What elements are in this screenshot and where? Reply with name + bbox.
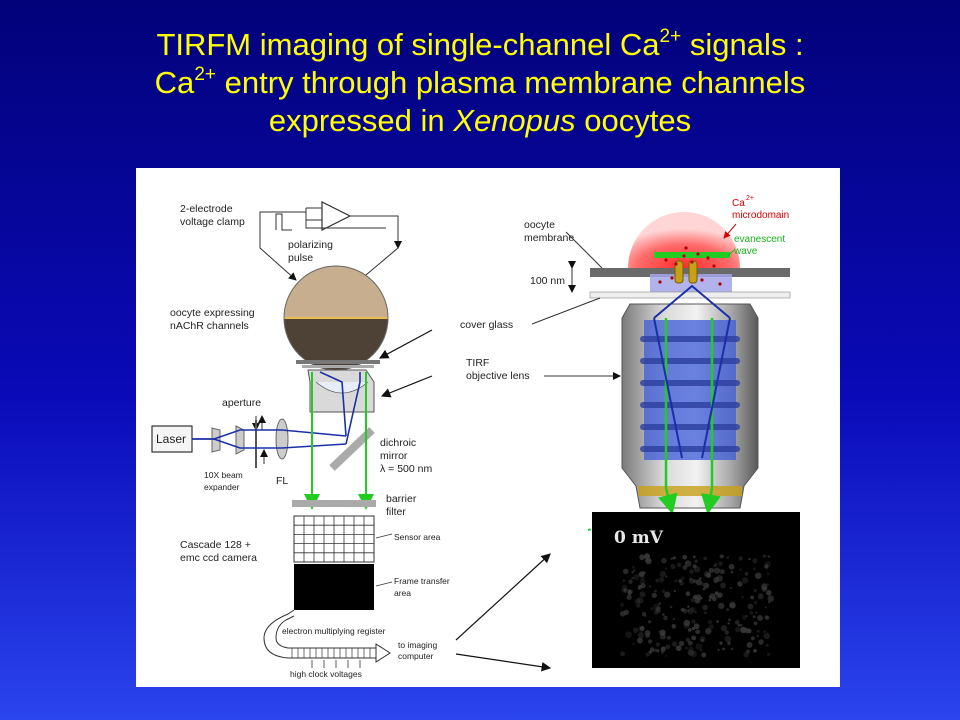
- label-frame-2: area: [394, 588, 411, 598]
- amplifier-icon: [321, 201, 352, 231]
- ccd-image-panel: 0 mV: [592, 512, 800, 668]
- label-tirf-2: objective lens: [466, 370, 530, 382]
- label-evanescent-2: wave: [733, 246, 758, 257]
- barrier-filter: [292, 500, 376, 507]
- label-evanescent-1: evanescent: [734, 234, 785, 245]
- label-dichroic-2: mirror: [380, 450, 408, 462]
- label-aperture: aperture: [222, 397, 261, 409]
- label-imaging-2: computer: [398, 651, 434, 661]
- label-pulse-2: pulse: [288, 252, 313, 264]
- ion-channels: [674, 260, 698, 284]
- label-laser: Laser: [156, 432, 186, 446]
- cover-glass-right: [589, 291, 791, 299]
- em-register: [263, 609, 391, 663]
- ccd-sensor-grid: [293, 515, 375, 563]
- label-sensor: Sensor area: [394, 532, 441, 542]
- label-dichroic-3: λ = 500 nm: [380, 463, 432, 475]
- voltage-clamp: [259, 201, 402, 281]
- title-line-1: TIRFM imaging of single-channel Ca2+ sig…: [156, 26, 804, 62]
- label-tirf-1: TIRF: [466, 357, 489, 369]
- label-fl: FL: [276, 475, 288, 487]
- label-barrier-1: barrier: [386, 493, 417, 505]
- label-clamp-1: 2-electrode: [180, 203, 233, 215]
- label-clock: high clock voltages: [290, 669, 362, 679]
- oocyte: [283, 265, 389, 371]
- pulse-waveform-icon: [275, 213, 292, 231]
- label-cover-glass: cover glass: [460, 319, 513, 331]
- stage-bar: [296, 360, 380, 364]
- title-line-2: Ca2+ entry through plasma membrane chann…: [154, 64, 806, 100]
- label-ca-2: microdomain: [732, 210, 789, 221]
- label-oocyte-2: nAChR channels: [170, 320, 249, 332]
- label-membrane-2: membrane: [524, 232, 574, 244]
- label-membrane-1: oocyte: [524, 219, 555, 231]
- objective-lens-left: [307, 369, 375, 413]
- tirfm-setup-figure: 2-electrode voltage clamp polarizing pul…: [136, 168, 840, 687]
- frame-transfer-area: [294, 564, 374, 610]
- laser-box: [151, 425, 193, 453]
- label-ca-1: Ca: [732, 198, 745, 209]
- label-beam-2: expander: [204, 482, 240, 492]
- tirf-objective-lens: [621, 303, 759, 509]
- label-beam-1: 10X beam: [204, 470, 243, 480]
- noise-texture: [619, 553, 775, 658]
- setup-diagram-svg: 2-electrode voltage clamp polarizing pul…: [151, 195, 791, 679]
- label-imaging-1: to imaging: [398, 640, 437, 650]
- label-pulse-1: polarizing: [288, 239, 333, 251]
- label-camera-2: emc ccd camera: [180, 552, 257, 564]
- label-clamp-2: voltage clamp: [180, 216, 245, 228]
- focusing-lens: [275, 418, 289, 460]
- label-barrier-2: filter: [386, 506, 406, 518]
- slide-title: TIRFM imaging of single-channel Ca2+ sig…: [20, 26, 940, 140]
- label-camera-1: Cascade 128 +: [180, 539, 251, 551]
- label-ca-sup: 2+: [746, 195, 754, 202]
- ca-microdomain: [628, 212, 740, 268]
- label-em-register: electron multiplying register: [282, 626, 386, 636]
- voltage-readout: 0 mV: [614, 528, 663, 548]
- label-dichroic-1: dichroic: [380, 437, 416, 449]
- label-100nm: 100 nm: [530, 275, 565, 287]
- label-frame-1: Frame transfer: [394, 576, 450, 586]
- title-line-3: expressed in Xenopus oocytes: [268, 103, 692, 138]
- label-oocyte-1: oocyte expressing: [170, 307, 255, 319]
- evanescent-wave: [654, 252, 730, 258]
